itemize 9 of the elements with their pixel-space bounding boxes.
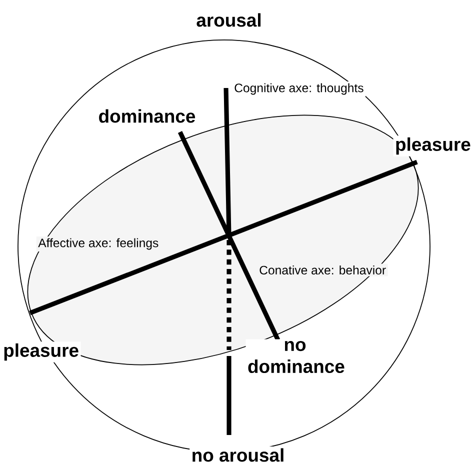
axis-caption: Affective axe: feelings xyxy=(36,236,160,252)
axis-label: no dominance xyxy=(246,339,344,375)
axis-label: no arousal xyxy=(190,446,286,464)
axis-label: pleasure xyxy=(393,136,473,156)
axis-caption: Cognitive axe: thoughts xyxy=(232,82,366,96)
axis-label: dominance xyxy=(96,107,198,125)
axis-label: pleasure xyxy=(1,342,81,362)
axis-caption: Conative axe: behavior xyxy=(257,264,388,276)
axis-label: arousal xyxy=(194,11,264,29)
